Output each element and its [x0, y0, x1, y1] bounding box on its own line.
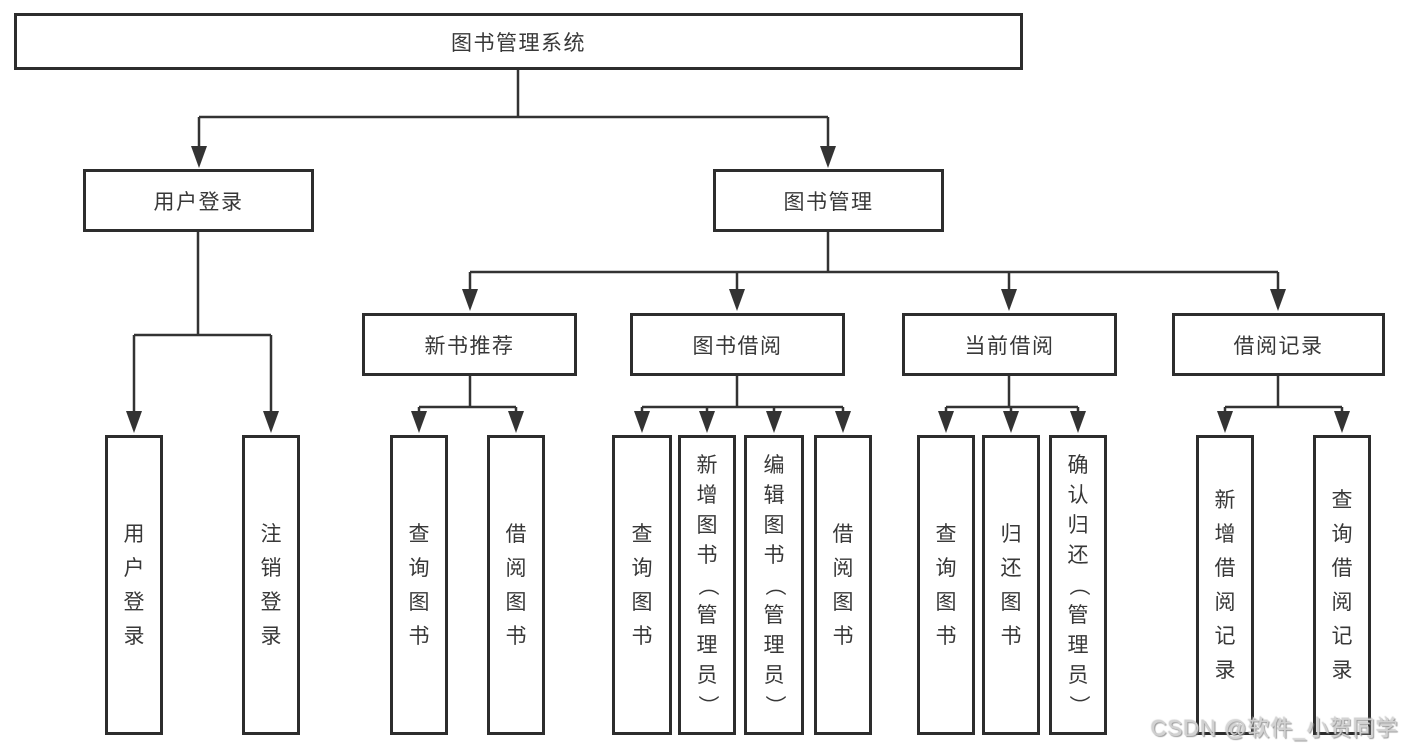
arrowhead-icon [191, 146, 207, 168]
arrowhead-icon [508, 411, 524, 433]
leaf-label: 注销登录 [260, 522, 282, 648]
node-root-label: 图书管理系统 [451, 31, 586, 55]
leaf-add-books-admin: 新增图书（管理员） [678, 435, 736, 735]
node-root: 图书管理系统 [14, 13, 1023, 70]
node-label: 当前借阅 [964, 334, 1055, 358]
node-user-login: 用户登录 [83, 169, 314, 232]
node-label: 图书借阅 [692, 334, 783, 358]
node-label: 新书推荐 [424, 334, 515, 358]
leaf-edit-books-admin: 编辑图书（管理员） [744, 435, 804, 735]
arrowhead-icon [766, 411, 782, 433]
node-label: 用户登录 [153, 190, 244, 214]
arrowhead-icon [699, 411, 715, 433]
arrowheads [126, 146, 1350, 433]
leaf-label: 借阅图书 [832, 522, 854, 648]
leaf-label: 借阅图书 [505, 522, 527, 648]
arrowhead-icon [462, 289, 478, 311]
leaf-label: 编辑图书（管理员） [762, 453, 786, 716]
leaf-confirm-return-admin: 确认归还（管理员） [1049, 435, 1107, 735]
leaf-borrow-books: 借阅图书 [814, 435, 872, 735]
leaf-label: 查询图书 [935, 522, 957, 648]
arrowhead-icon [729, 289, 745, 311]
node-label: 图书管理 [783, 190, 874, 214]
leaf-borrow-books-recommend: 借阅图书 [487, 435, 545, 735]
arrowhead-icon [1217, 411, 1233, 433]
arrowhead-icon [1270, 289, 1286, 311]
node-label: 借阅记录 [1233, 334, 1324, 358]
leaf-label: 查询图书 [631, 522, 653, 648]
node-borrowing-records: 借阅记录 [1172, 313, 1385, 376]
arrowhead-icon [1334, 411, 1350, 433]
leaf-user-login: 用户登录 [105, 435, 163, 735]
leaf-label: 归还图书 [1000, 522, 1022, 648]
leaf-label: 用户登录 [123, 522, 145, 648]
arrowhead-icon [263, 411, 279, 433]
node-book-management: 图书管理 [713, 169, 944, 232]
node-current-borrowing: 当前借阅 [902, 313, 1117, 376]
leaf-label: 确认归还（管理员） [1066, 453, 1090, 716]
arrowhead-icon [411, 411, 427, 433]
leaf-query-books-borrowing: 查询图书 [612, 435, 672, 735]
arrowhead-icon [1003, 411, 1019, 433]
leaf-label: 查询借阅记录 [1331, 488, 1353, 682]
leaf-label: 查询图书 [408, 522, 430, 648]
leaf-query-books-recommend: 查询图书 [390, 435, 448, 735]
leaf-query-books-current: 查询图书 [917, 435, 975, 735]
arrowhead-icon [820, 146, 836, 168]
node-book-borrowing: 图书借阅 [630, 313, 845, 376]
arrowhead-icon [634, 411, 650, 433]
arrowhead-icon [126, 411, 142, 433]
tree-edges [132, 70, 1344, 414]
arrowhead-icon [938, 411, 954, 433]
leaf-query-borrow-record: 查询借阅记录 [1313, 435, 1371, 735]
leaf-add-borrow-record: 新增借阅记录 [1196, 435, 1254, 735]
arrowhead-icon [835, 411, 851, 433]
arrowhead-icon [1001, 289, 1017, 311]
csdn-watermark: CSDN @软件_小贺同学 [1150, 716, 1399, 741]
arrowhead-icon [1070, 411, 1086, 433]
leaf-logout: 注销登录 [242, 435, 300, 735]
node-new-book-recommend: 新书推荐 [362, 313, 577, 376]
leaf-return-books: 归还图书 [982, 435, 1040, 735]
leaf-label: 新增图书（管理员） [695, 453, 719, 716]
leaf-label: 新增借阅记录 [1214, 488, 1236, 682]
